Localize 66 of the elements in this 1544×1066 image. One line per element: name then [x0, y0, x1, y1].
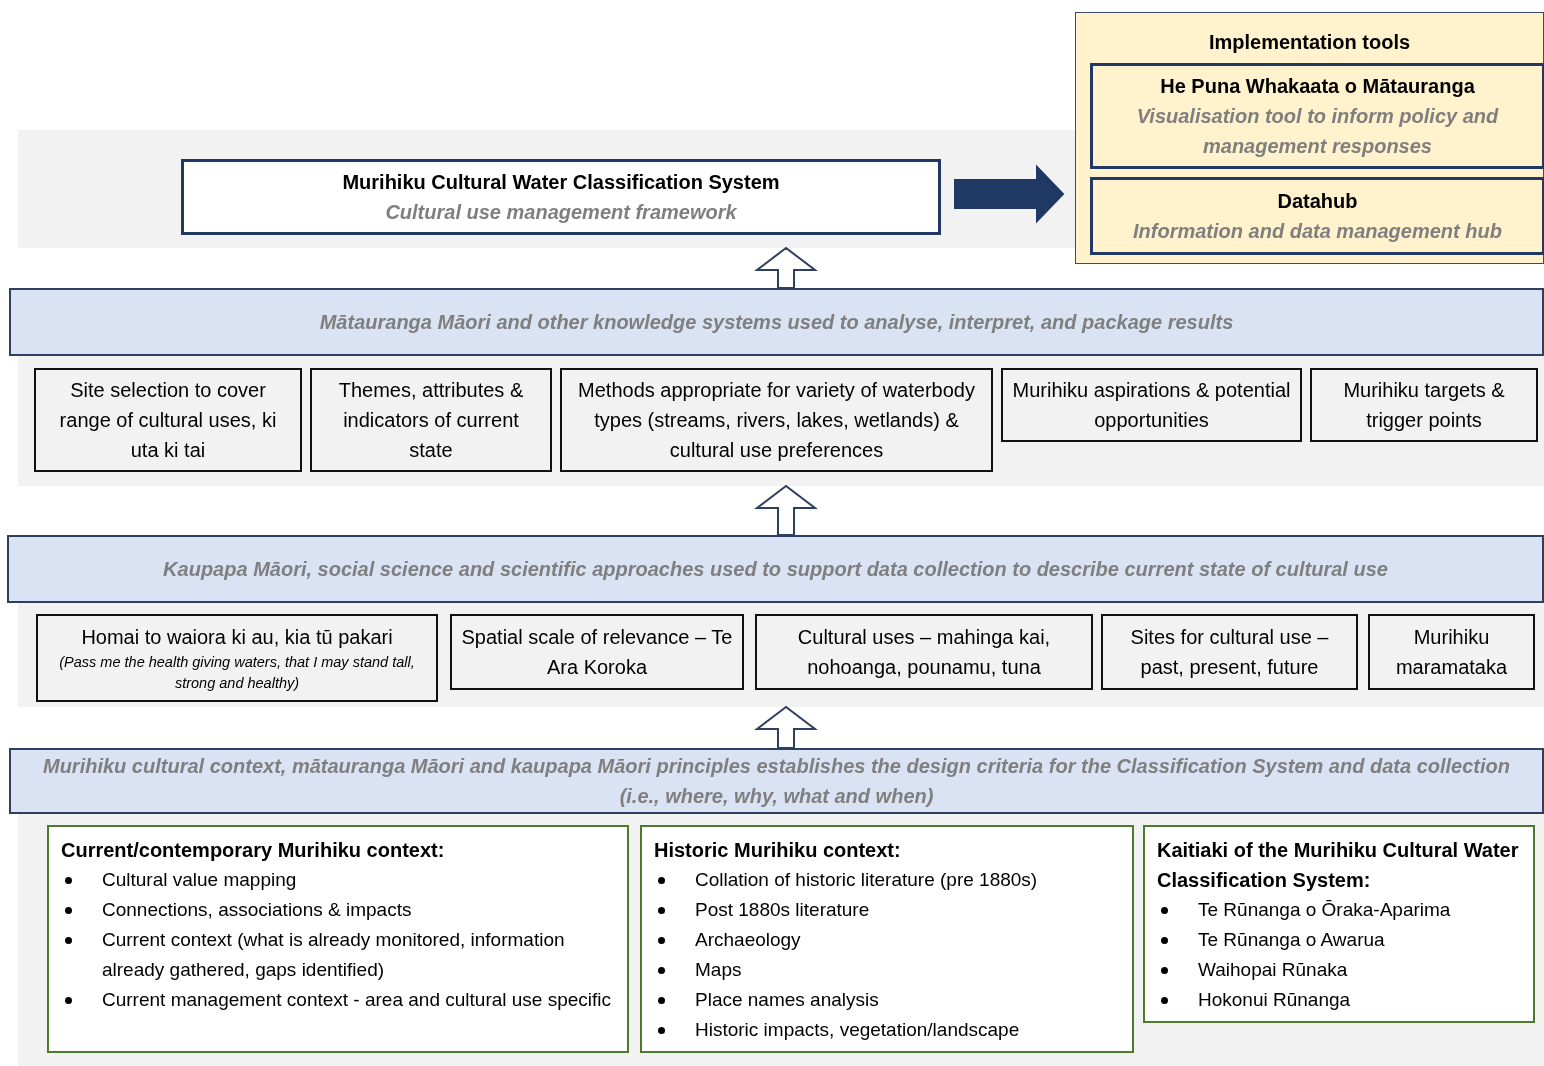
box-heading: Kaitiaki of the Murihiku Cultural Water Classification System:: [1157, 838, 1520, 893]
box-text: Murihiku aspirations & potential opportunities: [1011, 378, 1292, 433]
criteria-box: [755, 614, 1093, 690]
approach-band: [9, 288, 1544, 356]
bullet-item: Hokonui Rūnanga: [1198, 988, 1351, 1012]
box-text: Themes, attributes & indicators of current state: [337, 378, 525, 463]
box-heading: Current/contemporary Murihiku context:: [61, 838, 446, 863]
bullet-item: Te Rūnanga o Ōraka-Aparima: [1198, 898, 1451, 922]
box-heading: Historic Murihiku context:: [654, 838, 902, 863]
box-title: He Puna Whakaata o Mātauranga: [1160, 74, 1475, 99]
context-box: [1143, 825, 1535, 1023]
block-arrow: [754, 484, 818, 536]
bullet-item: Maps: [695, 958, 742, 982]
band-text: Mātauranga Māori and other knowledge systems used to analyse, interpret, and package results: [319, 310, 1234, 335]
bullet-item: Current management context - area and cultural use specific: [102, 988, 612, 1012]
block-arrow: [754, 246, 818, 289]
criteria-box: [310, 368, 552, 472]
bullet-item: Te Rūnanga o Awarua: [1198, 928, 1385, 952]
box-subtitle: Cultural use management framework: [385, 200, 737, 225]
box-title: Murihiku Cultural Water Classification System: [342, 170, 780, 195]
band-text: Murihiku cultural context, mātauranga Māori and kaupapa Māori principles establishes the design criteria for the Classification System and data collection (i.e., where, why, what and when): [42, 754, 1511, 809]
box-text: Site selection to cover range of cultural uses, ki uta ki tai: [58, 378, 278, 463]
box-text: Spatial scale of relevance – Te Ara Koroka: [460, 625, 734, 680]
tool-box: [1090, 63, 1544, 169]
panel-background: [18, 130, 1078, 248]
bullet-item: Place names analysis: [695, 988, 879, 1012]
box-title: Datahub: [1277, 189, 1358, 214]
bullet-item: Connections, associations & impacts: [102, 898, 412, 922]
bullet-item: Current context (what is already monitored, information already gathered, gaps identified): [102, 928, 566, 982]
panel-background: [18, 603, 1544, 707]
criteria-box: [1310, 368, 1538, 442]
box-text: Cultural uses – mahinga kai, nohoanga, pounamu, tuna: [796, 625, 1052, 680]
band-text: Kaupapa Māori, social science and scientific approaches used to support data collection to describe current state of cultural use: [163, 557, 1388, 582]
criteria-box: [1368, 614, 1535, 690]
criteria-box: [36, 614, 438, 702]
criteria-box: [34, 368, 302, 472]
criteria-box: [450, 614, 744, 690]
criteria-box: [1101, 614, 1358, 690]
criteria-box: [560, 368, 993, 472]
block-arrow: [954, 164, 1065, 224]
bullet-item: Post 1880s literature: [695, 898, 870, 922]
context-box: [640, 825, 1134, 1053]
tool-box: [1090, 177, 1544, 255]
box-text: Homai to waiora ki au, kia tū pakari: [81, 625, 393, 650]
approach-band: [7, 535, 1544, 603]
context-box: [47, 825, 629, 1053]
bullet-item: Archaeology: [695, 928, 801, 952]
panel-heading: Implementation tools: [1208, 30, 1411, 55]
panel-background: [18, 814, 1544, 1066]
framework-box: [181, 159, 941, 235]
translation-note: (Pass me the health giving waters, that I may stand tall, strong and healthy): [58, 653, 416, 693]
box-text: Murihiku targets & trigger points: [1342, 378, 1506, 433]
box-text: Sites for cultural use – past, present, future: [1129, 625, 1330, 680]
tools-panel: [1075, 12, 1544, 264]
criteria-box: [1001, 368, 1302, 442]
bullet-item: Historic impacts, vegetation/landscape: [695, 1018, 1020, 1042]
box-text: Murihiku maramataka: [1394, 625, 1509, 680]
bullet-item: Waihopai Rūnaka: [1198, 958, 1348, 982]
bullet-item: Cultural value mapping: [102, 868, 297, 892]
approach-band: [9, 748, 1544, 814]
panel-background: [18, 356, 1544, 486]
box-subtitle: Information and data management hub: [1133, 219, 1502, 244]
block-arrow: [754, 705, 818, 749]
bullet-item: Collation of historic literature (pre 1880s): [695, 868, 1038, 892]
box-text: Methods appropriate for variety of waterbody types (streams, rivers, lakes, wetlands) & cultural use preferences: [577, 378, 976, 463]
box-subtitle: Visualisation tool to inform policy and management responses: [1135, 104, 1500, 159]
